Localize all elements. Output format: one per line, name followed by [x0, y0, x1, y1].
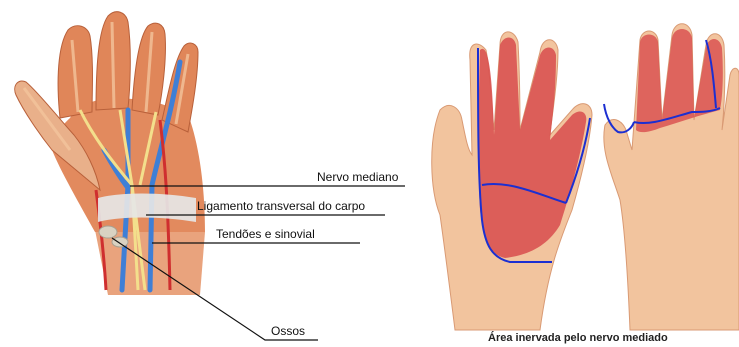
transverse-ligament-label: Ligamento transversal do carpo	[197, 199, 365, 213]
bones-label: Ossos	[271, 324, 305, 338]
innervation-caption: Área inervada pelo nervo mediado	[488, 332, 668, 344]
tendons-label: Tendões e sinovial	[216, 227, 315, 241]
innervation-figure	[432, 24, 739, 330]
palm-affected-area	[479, 38, 587, 259]
back-view-hand	[604, 24, 739, 330]
median-nerve-label: Nervo mediano	[317, 170, 398, 184]
palm-view-hand	[432, 32, 592, 330]
